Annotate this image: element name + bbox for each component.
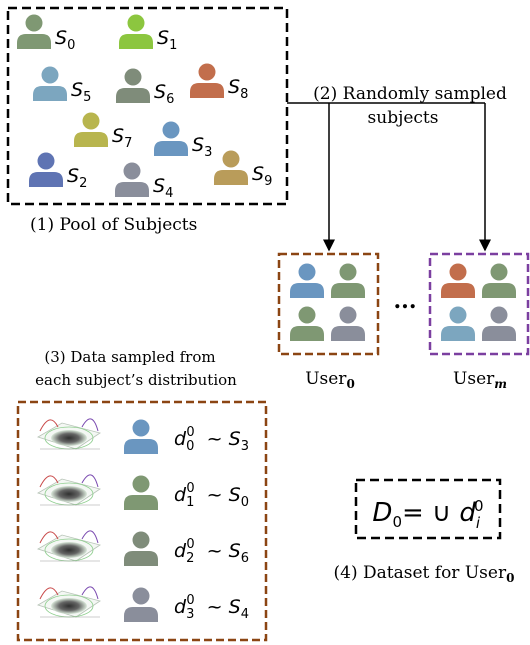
data-subject-icon-2	[124, 531, 158, 566]
dataset-formula: D0= ∪ di0	[372, 497, 483, 532]
subject-icon-s0	[17, 14, 51, 49]
userm-box	[428, 252, 530, 356]
dataset-formula-box	[354, 478, 502, 540]
subject-label-s0: S0	[55, 27, 75, 53]
data-subject-icon-0	[124, 419, 158, 454]
subject-icon-s7	[74, 112, 108, 147]
subject-label-s5: S5	[71, 79, 91, 105]
data-subject-icon-1	[124, 475, 158, 510]
subject-icon-s1	[119, 14, 153, 49]
subject-label-s1: S1	[157, 27, 177, 53]
distribution-plot-2	[37, 530, 101, 562]
step2-line2: subjects	[368, 108, 439, 128]
distribution-plot-1	[37, 474, 101, 506]
subject-label-s6: S6	[154, 81, 174, 107]
step2-line1: (2) Randomly sampled	[313, 84, 507, 104]
userm-person-1	[482, 263, 516, 298]
sample-formula-0: d00 ~ S3	[174, 425, 249, 454]
subject-label-s8: S8	[228, 76, 248, 102]
subject-icon-s3	[154, 121, 188, 156]
subject-label-s7: S7	[112, 125, 132, 151]
sample-formula-1: d10 ~ S0	[174, 481, 249, 510]
user0-person-3	[331, 306, 365, 341]
user-ellipsis: ...	[394, 288, 417, 314]
step3-line1: (3) Data sampled from	[44, 348, 215, 366]
subject-label-s9: S9	[252, 163, 272, 189]
step3-line2: each subject’s distribution	[35, 371, 237, 389]
subject-icon-s9	[214, 150, 248, 185]
subject-label-s2: S2	[67, 165, 87, 191]
userm-person-0	[441, 263, 475, 298]
distribution-plot-3	[37, 586, 101, 618]
userm-person-2	[441, 306, 475, 341]
sample-formula-2: d20 ~ S6	[174, 537, 249, 566]
userm-label: Userm	[453, 369, 507, 391]
user0-label: User0	[305, 369, 355, 391]
distribution-plot-0	[37, 418, 101, 450]
subject-icon-s2	[29, 152, 63, 187]
user0-person-1	[331, 263, 365, 298]
user0-person-0	[290, 263, 324, 298]
userm-person-3	[482, 306, 516, 341]
user0-box	[277, 252, 380, 356]
user0-person-2	[290, 306, 324, 341]
subject-icon-s5	[33, 66, 67, 101]
data-samples-box	[16, 400, 268, 642]
dataset-caption: (4) Dataset for User0	[334, 563, 515, 585]
data-subject-icon-3	[124, 587, 158, 622]
sample-formula-3: d30 ~ S4	[174, 593, 249, 622]
subject-icon-s4	[115, 162, 149, 197]
subject-icon-s8	[190, 63, 224, 98]
subject-icon-s6	[116, 68, 150, 103]
pool-caption: (1) Pool of Subjects	[30, 215, 197, 235]
subject-label-s3: S3	[192, 134, 212, 160]
subject-label-s4: S4	[153, 175, 173, 201]
